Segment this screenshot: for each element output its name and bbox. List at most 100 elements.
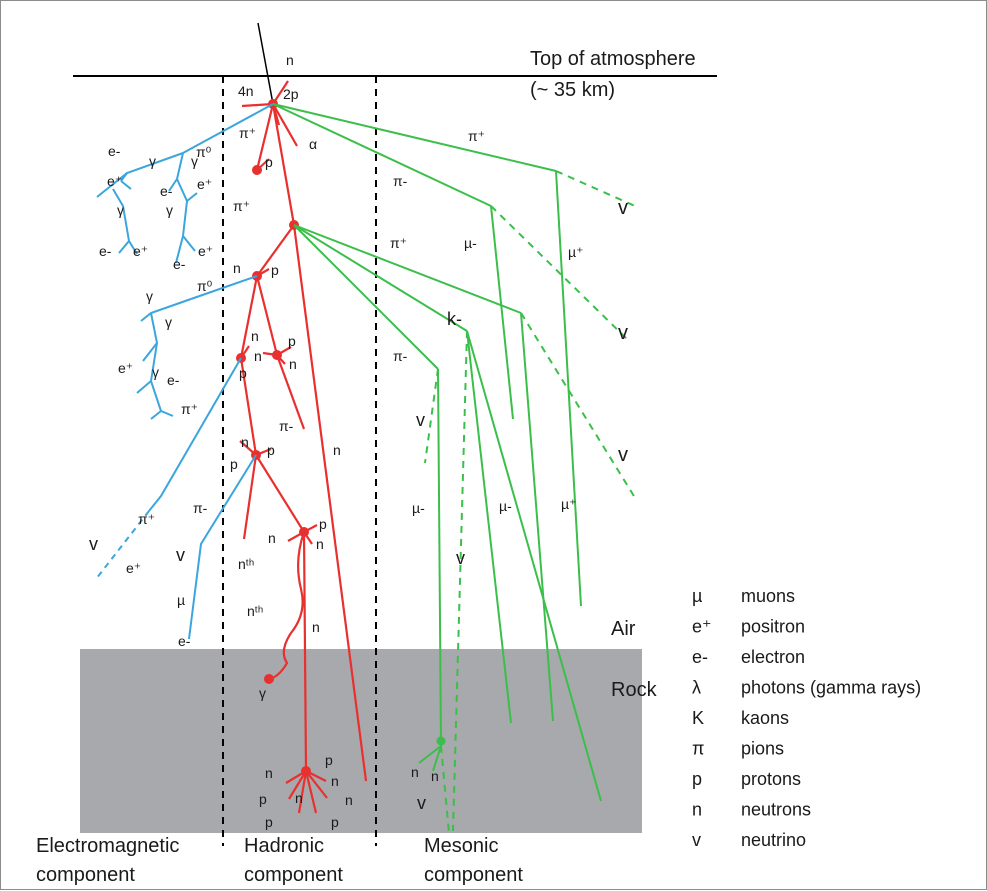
- particle-label: e⁺: [126, 560, 141, 576]
- particle-label: p: [265, 154, 273, 170]
- particle-label: e-: [99, 243, 112, 259]
- particle-label: p: [259, 791, 267, 807]
- hadronic-component-label: component: [244, 864, 343, 886]
- legend-symbol: n: [692, 800, 702, 820]
- legend-symbol: e⁺: [692, 617, 712, 637]
- particle-label: p: [288, 333, 296, 349]
- particle-label: π⁺: [181, 401, 198, 417]
- particle-label: n: [265, 765, 273, 781]
- particle-label: n: [312, 619, 320, 635]
- particle-label: 2p: [283, 86, 299, 102]
- particle-label: e-: [108, 143, 121, 159]
- particle-label: p: [239, 365, 247, 381]
- legend-description: protons: [741, 769, 801, 789]
- particle-label: v: [89, 534, 98, 554]
- legend-description: photons (gamma rays): [741, 678, 921, 698]
- particle-label: k-: [447, 309, 462, 329]
- electromagnetic-tracks: [96, 103, 274, 640]
- particle-label: π-: [193, 500, 208, 516]
- air-layer-label: Air: [611, 618, 636, 640]
- mesonic-component-label: Mesonic: [424, 835, 498, 857]
- particle-label: v: [618, 322, 628, 344]
- particle-label: v: [618, 197, 628, 219]
- particle-label: v: [176, 545, 185, 565]
- legend-symbol: v: [692, 830, 701, 850]
- altitude-label: (~ 35 km): [530, 79, 615, 101]
- rock-layer-label: Rock: [611, 679, 658, 701]
- particle-label: n: [333, 442, 341, 458]
- particle-label: γ: [146, 288, 153, 304]
- particle-label: e-: [160, 183, 173, 199]
- legend-description: neutrino: [741, 830, 806, 850]
- legend-symbol: K: [692, 708, 704, 728]
- legend-description: electron: [741, 647, 805, 667]
- legend-description: pions: [741, 739, 784, 759]
- particle-label: µ-: [464, 235, 477, 251]
- particle-label: π⁰: [197, 278, 213, 294]
- particle-label: e⁺: [198, 243, 213, 259]
- particle-label: p: [271, 262, 279, 278]
- particle-label: v: [456, 548, 465, 568]
- particle-label: π⁺: [233, 198, 250, 214]
- particle-label: γ: [149, 153, 156, 169]
- particle-label: n: [411, 764, 419, 780]
- particle-label: v: [618, 444, 628, 466]
- particle-label: e⁺: [197, 176, 212, 192]
- particle-label: p: [325, 752, 333, 768]
- particle-label: π⁺: [239, 125, 256, 141]
- particle-label: n: [268, 530, 276, 546]
- particle-label: v: [416, 410, 425, 430]
- legend-symbol: λ: [692, 678, 701, 698]
- top-of-atmosphere-label: Top of atmosphere: [530, 48, 696, 70]
- legend-symbol: e-: [692, 647, 708, 667]
- particle-label: p: [267, 442, 275, 458]
- electromagnetic-neutrino-tracks: [95, 510, 150, 580]
- mesonic-vertex: [436, 736, 446, 746]
- particle-label: n: [431, 768, 439, 784]
- electromagnetic-component-label: Electromagnetic: [36, 835, 179, 857]
- particle-label: π-: [393, 173, 408, 189]
- legend-description: kaons: [741, 708, 789, 728]
- particle-label: γ: [152, 364, 159, 380]
- particle-label: α: [309, 136, 317, 152]
- legend-symbol: µ: [692, 586, 702, 606]
- particle-label: v: [417, 793, 426, 813]
- particle-label: µ: [177, 592, 185, 608]
- particle-label: n: [316, 536, 324, 552]
- particle-label: µ-: [412, 500, 425, 516]
- particle-label: e⁺: [118, 360, 133, 376]
- particle-label: p: [265, 814, 273, 830]
- legend-description: neutrons: [741, 800, 811, 820]
- particle-label: n: [295, 790, 303, 806]
- particle-label: π⁰: [196, 144, 212, 160]
- primary-particle-track: [257, 22, 274, 105]
- particle-label: e-: [178, 633, 191, 649]
- particle-label: γ: [191, 153, 198, 169]
- particle-label: γ: [117, 202, 124, 218]
- particle-label: nᵗʰ: [247, 603, 263, 619]
- particle-label: n: [289, 356, 297, 372]
- particle-label: π⁺: [468, 128, 485, 144]
- particle-label: 4n: [238, 83, 254, 99]
- particle-label: π⁺: [390, 235, 407, 251]
- particle-label: γ: [259, 685, 266, 701]
- particle-label: p: [331, 814, 339, 830]
- particle-label: n: [254, 348, 262, 364]
- particle-label: n: [233, 260, 241, 276]
- particle-label: e⁺: [133, 243, 148, 259]
- particle-label: e-: [167, 372, 180, 388]
- legend-symbol: π: [692, 739, 704, 759]
- electromagnetic-component-label: component: [36, 864, 135, 886]
- particle-label: p: [230, 456, 238, 472]
- particle-label: n: [286, 52, 294, 68]
- mesonic-component-label: component: [424, 864, 523, 886]
- particle-label: µ⁺: [568, 244, 583, 260]
- hadronic-component-label: Hadronic: [244, 835, 324, 857]
- particle-label: π-: [393, 348, 408, 364]
- legend-description: positron: [741, 617, 805, 637]
- mesonic-neutrino-tracks: [424, 170, 638, 834]
- particle-label: nᵗʰ: [238, 556, 254, 572]
